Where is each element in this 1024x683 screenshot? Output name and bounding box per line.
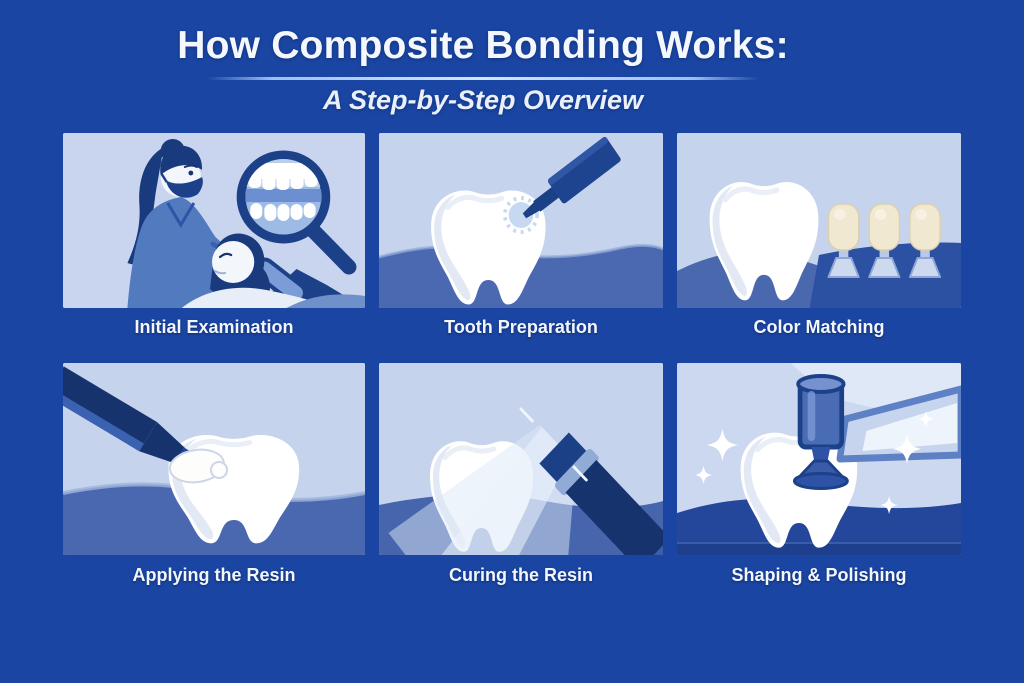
panel-initial-examination (63, 133, 365, 308)
title-underline (207, 77, 759, 80)
tooth-with-curing-light-illustration (379, 363, 663, 555)
page-subtitle: A Step-by-Step Overview (322, 85, 644, 115)
step-label: Color Matching (753, 317, 885, 337)
step-card-applying-the-resin: Applying the Resin (63, 363, 365, 586)
step-card-shaping-polishing: Shaping & Polishing (677, 363, 961, 586)
step-label: Applying the Resin (132, 565, 296, 585)
page-title: How Composite Bonding Works: (177, 24, 789, 67)
tooth-with-polisher-sparkles-illustration (677, 363, 961, 555)
step-card-curing-the-resin: Curing the Resin (379, 363, 663, 586)
shade-guide-tab-icon (868, 203, 901, 278)
light-rays (519, 407, 588, 482)
panel-shaping-polishing (677, 363, 961, 555)
dentist-examining-patient-magnifier-illustration (63, 133, 365, 308)
resin-applicator-icon (63, 366, 195, 470)
dentist-figure-icon (127, 139, 239, 308)
panel-curing-the-resin (379, 363, 663, 555)
light-beam (388, 425, 576, 555)
tooth-with-shade-guide-tabs-illustration (677, 133, 961, 308)
patient-figure-icon (181, 233, 365, 308)
panel-tooth-preparation (379, 133, 663, 308)
step-label: Shaping & Polishing (731, 565, 907, 585)
step-label: Curing the Resin (448, 565, 593, 585)
polisher-handpiece-icon (792, 374, 961, 490)
step-card-initial-examination: Initial Examination (63, 133, 365, 363)
step-label: Initial Examination (134, 317, 294, 337)
step-card-color-matching: Color Matching (677, 133, 961, 363)
step-label: Tooth Preparation (444, 317, 598, 337)
contact-burst (503, 196, 539, 234)
step-card-tooth-preparation: Tooth Preparation (379, 133, 663, 363)
panel-color-matching (677, 133, 961, 308)
magnifier-teeth-icon (236, 150, 357, 275)
shade-guide-tab-icon (908, 203, 942, 278)
tooth-with-resin-applicator-illustration (63, 363, 365, 555)
shade-guide-tab-icon (827, 203, 860, 278)
resin-blob-icon (168, 448, 229, 484)
header: How Composite Bonding Works: A Step-by-S… (0, 24, 966, 116)
tooth-with-drill-illustration (379, 133, 663, 308)
panel-applying-the-resin (63, 363, 365, 555)
steps-grid: Initial Examination Toot (63, 133, 961, 586)
dental-drill-icon (522, 136, 621, 219)
